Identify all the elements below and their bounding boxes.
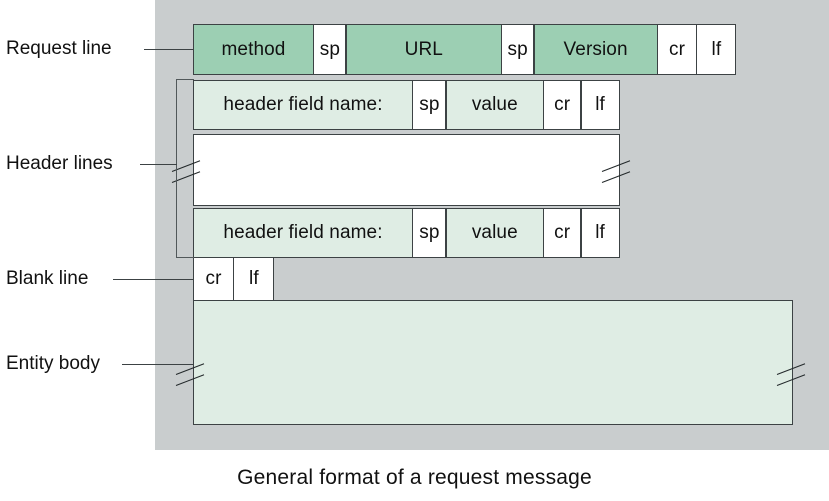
leader-line-entity-body: [122, 364, 194, 365]
request-line-cell-lf: lf: [696, 24, 737, 75]
label-request-line: Request line: [6, 38, 112, 59]
header-line-1-cell-sp: sp: [412, 80, 447, 130]
header-line-2-cell-lf: lf: [580, 208, 620, 258]
header-lines-continuation-box: [193, 133, 620, 206]
figure-caption: General format of a request message: [237, 466, 592, 489]
leader-line-header-lines: [140, 164, 177, 165]
label-blank-line: Blank line: [6, 268, 89, 289]
header-line-1-cell-value: value: [445, 80, 544, 130]
blank-line-cell-cr: cr: [193, 256, 234, 301]
header-line-1-cell-cr: cr: [543, 80, 582, 130]
header-line-1-cell-field-name: header field name:: [193, 80, 413, 130]
request-line-cell-cr: cr: [657, 24, 697, 75]
label-entity-body: Entity body: [6, 353, 100, 374]
label-header-lines: Header lines: [6, 153, 113, 174]
leader-line-blank-line: [113, 279, 194, 280]
request-line-cell-url: URL: [345, 24, 502, 75]
break-mark-icon-header-right: [601, 155, 636, 185]
break-mark-icon-entity-right: [776, 362, 811, 392]
leader-line-request-line: [144, 49, 194, 50]
request-line-cell-method: method: [193, 24, 314, 75]
request-line-cell-sp-2: sp: [501, 24, 535, 75]
header-line-2-cell-sp: sp: [412, 208, 447, 258]
break-mark-icon-entity-left: [175, 362, 210, 392]
request-line-cell-version: Version: [533, 24, 658, 75]
header-line-1-cell-lf: lf: [580, 80, 620, 130]
blank-line-cell-lf: lf: [233, 256, 275, 301]
request-line-cell-sp-1: sp: [313, 24, 347, 75]
header-line-2-cell-cr: cr: [543, 208, 582, 258]
entity-body-box: [193, 299, 793, 425]
header-line-2-cell-value: value: [445, 208, 544, 258]
header-line-2-cell-field-name: header field name:: [193, 208, 413, 258]
header-lines-bracket: [176, 79, 194, 258]
